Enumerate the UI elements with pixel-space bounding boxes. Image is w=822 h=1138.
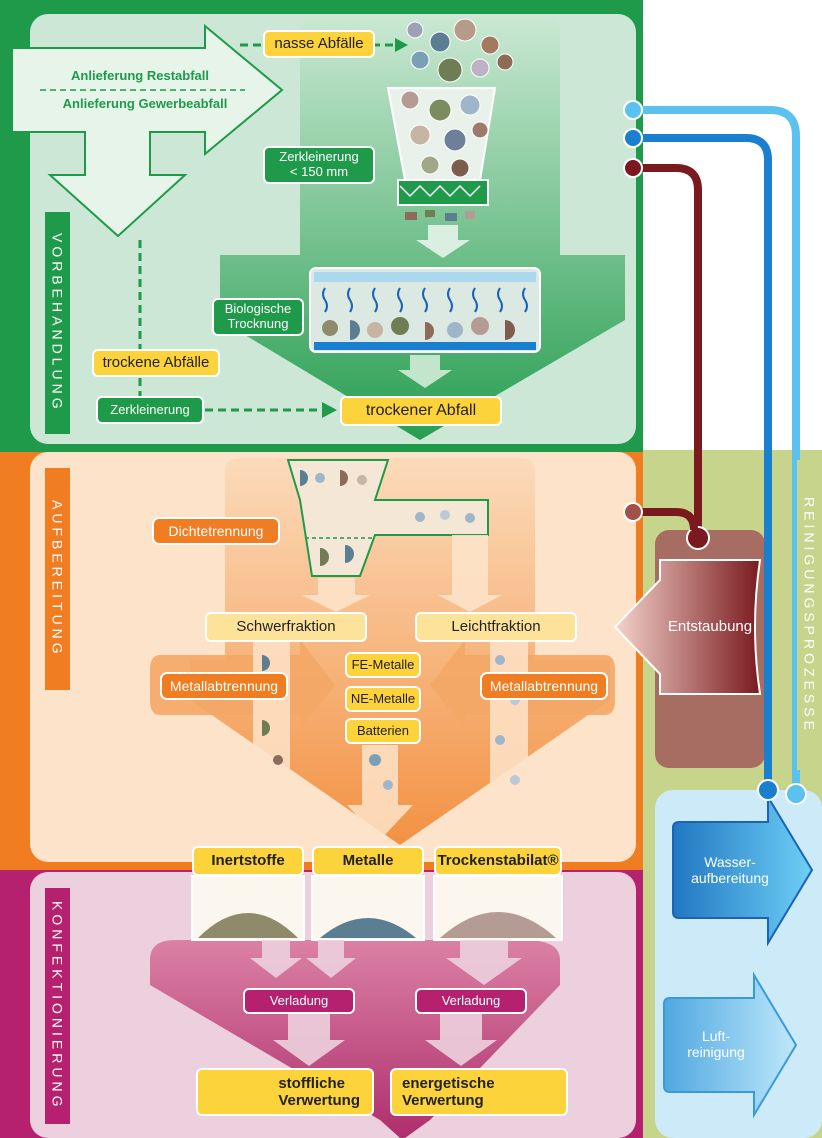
dry-waste-out-label: trockener Abfall: [340, 396, 502, 426]
inert-label: Inertstoffe: [192, 846, 304, 876]
fe-metals-label: FE-Metalle: [345, 652, 421, 678]
dedusting-label: Entstaubung: [667, 618, 753, 636]
metal-separation-left-label: Metallabtrennung: [160, 672, 288, 700]
dry-stabilate-label: Trockenstabilat®: [434, 846, 562, 876]
section-label-konfektionierung: KONFEKTIONIERUNG: [45, 888, 70, 1124]
section-label-reinigungsprozesse: REINIGUNGSPROZESSE: [797, 460, 822, 770]
wet-waste-label: nasse Abfälle: [263, 30, 375, 58]
shredding-label: Zerkleinerung: [96, 396, 204, 424]
dry-waste-in-label: trockene Abfälle: [92, 349, 220, 377]
delivery-commercial-label: Anlieferung Gewerbeabfall: [62, 95, 228, 111]
loading-right-label: Verladung: [415, 988, 527, 1014]
heavy-fraction-label: Schwerfraktion: [205, 612, 367, 642]
batteries-label: Batterien: [345, 718, 421, 744]
air-cleaning-label: Luft- reinigung: [687, 1027, 745, 1060]
density-separation-label: Dichtetrennung: [152, 517, 280, 545]
delivery-residual-label: Anlieferung Restabfall: [71, 67, 209, 83]
section-label-vorbehandlung: VORBEHANDLUNG: [45, 212, 70, 434]
light-fraction-label: Leichtfraktion: [415, 612, 577, 642]
energy-recovery-label: energetische Verwertung: [390, 1068, 568, 1116]
fine-shredding-label: Zerkleinerung < 150 mm: [263, 146, 375, 184]
metals-label: Metalle: [312, 846, 424, 876]
water-treatment-label: Wasser- aufbereitung: [691, 853, 769, 886]
material-recovery-label: stoffliche Verwertung: [196, 1068, 374, 1116]
metal-separation-right-label: Metallabtrennung: [480, 672, 608, 700]
loading-left-label: Verladung: [243, 988, 355, 1014]
section-label-aufbereitung: AUFBEREITUNG: [45, 468, 70, 690]
bio-drying-label: Biologische Trocknung: [212, 298, 304, 336]
ne-metals-label: NE-Metalle: [345, 686, 421, 712]
